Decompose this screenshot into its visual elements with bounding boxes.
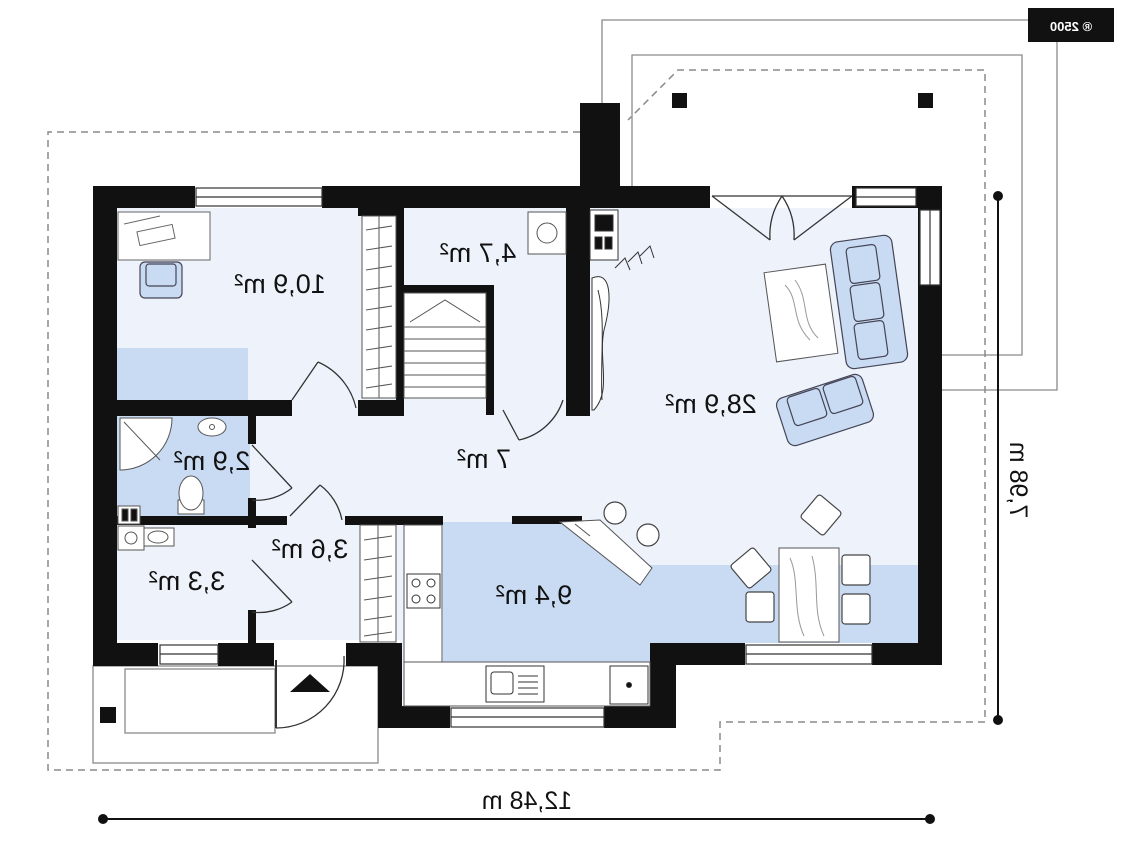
porch (92, 665, 379, 764)
terrace-post (672, 93, 687, 108)
washing-machine (527, 211, 567, 255)
room-area-wc: 3,3 m² (149, 566, 226, 596)
terrace-post (918, 93, 933, 108)
room-area-living-room: 28,9 m² (665, 389, 757, 419)
room-area-vestibule: 3,6 m² (272, 534, 349, 564)
kitchen-sink (485, 665, 545, 703)
porch-post (100, 707, 116, 723)
dining-chairs (730, 494, 871, 625)
entrance-door-swing (275, 655, 345, 729)
interior-doors (251, 361, 564, 614)
room-area-kitchen: 9,4 m² (496, 580, 573, 610)
kitchen-island (558, 519, 653, 586)
bed-zone (117, 348, 248, 400)
fridge (609, 665, 649, 705)
toilet (177, 475, 205, 515)
bathroom-sink (197, 417, 227, 437)
desk-chair (139, 261, 183, 299)
depth-dimension-label: 7,98 m (1004, 442, 1032, 518)
copyright-text: ® 2500 (1050, 19, 1092, 34)
shower (119, 417, 173, 471)
stairs (403, 292, 487, 399)
cooktop (406, 573, 441, 609)
bar-stools (603, 501, 660, 547)
entrance-arrow (290, 674, 330, 692)
dining-table (778, 547, 840, 643)
wardrobe-vestibule (359, 524, 397, 643)
room-area-laundry: 4,7 m² (440, 238, 517, 268)
labels: ® 2500 10,9 m² 4,7 m² 28,9 m² 2,9 m² 7 m… (149, 19, 1092, 815)
room-area-bathroom: 2,9 m² (174, 446, 251, 476)
roof-outline (47, 69, 986, 771)
wardrobe-bedroom (361, 215, 397, 399)
desk (117, 211, 211, 261)
width-dimension-label: 12,48 m (482, 787, 572, 815)
depth-dimension-line (993, 191, 1003, 725)
coffee-table (763, 263, 839, 363)
copyright-badge (1028, 8, 1114, 42)
wc-fixtures (117, 505, 175, 551)
radiator-pipes (591, 245, 655, 411)
armchair-sofa (775, 373, 875, 447)
boiler (589, 209, 619, 261)
terrace-door (711, 195, 853, 241)
windows (159, 187, 941, 728)
sofa (829, 234, 909, 370)
width-dimension-line (98, 814, 935, 824)
room-area-hall: 7 m² (457, 444, 511, 474)
room-area-bedroom: 10,9 m² (234, 269, 326, 299)
